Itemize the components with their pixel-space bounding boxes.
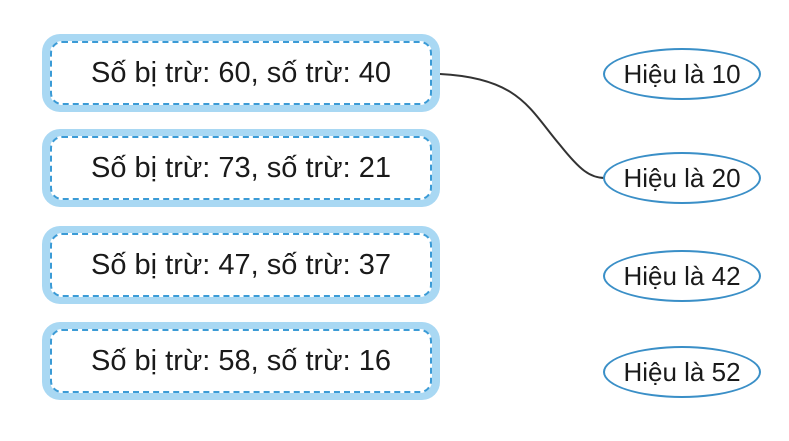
subtraction-box-inner: Số bị trừ: 47, số trừ: 37 xyxy=(50,233,432,297)
subtraction-box-inner: Số bị trừ: 60, số trừ: 40 xyxy=(50,41,432,105)
difference-oval-4[interactable]: Hiệu là 52 xyxy=(603,346,761,398)
difference-oval-1[interactable]: Hiệu là 10 xyxy=(603,48,761,100)
subtraction-box-1[interactable]: Số bị trừ: 60, số trừ: 40 xyxy=(42,34,440,112)
subtraction-box-label: Số bị trừ: 58, số trừ: 16 xyxy=(91,344,391,377)
subtraction-box-label: Số bị trừ: 47, số trừ: 37 xyxy=(91,248,391,281)
difference-oval-label: Hiệu là 42 xyxy=(623,260,741,291)
subtraction-box-label: Số bị trừ: 60, số trừ: 40 xyxy=(91,56,391,89)
subtraction-box-inner: Số bị trừ: 58, số trừ: 16 xyxy=(50,329,432,393)
subtraction-box-2[interactable]: Số bị trừ: 73, số trừ: 21 xyxy=(42,129,440,207)
difference-oval-label: Hiệu là 20 xyxy=(623,162,741,193)
difference-oval-label: Hiệu là 10 xyxy=(623,58,741,89)
difference-oval-3[interactable]: Hiệu là 42 xyxy=(603,250,761,302)
difference-oval-2[interactable]: Hiệu là 20 xyxy=(603,152,761,204)
subtraction-box-inner: Số bị trừ: 73, số trừ: 21 xyxy=(50,136,432,200)
difference-oval-label: Hiệu là 52 xyxy=(623,356,741,387)
subtraction-box-3[interactable]: Số bị trừ: 47, số trừ: 37 xyxy=(42,226,440,304)
subtraction-box-4[interactable]: Số bị trừ: 58, số trừ: 16 xyxy=(42,322,440,400)
subtraction-box-label: Số bị trừ: 73, số trừ: 21 xyxy=(91,151,391,184)
